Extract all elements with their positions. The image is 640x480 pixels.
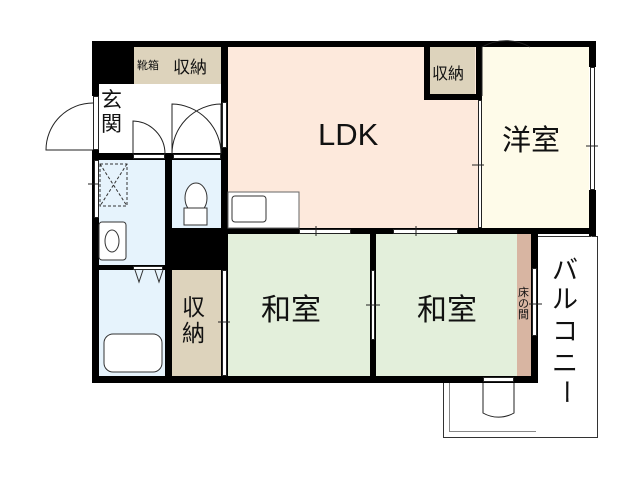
- label-japanese-1: 和室: [261, 293, 321, 328]
- label-western: 洋室: [502, 123, 561, 157]
- label-tokonoma: 床 の 間: [518, 287, 529, 320]
- hall-door-swing-icon: [171, 103, 222, 155]
- window-entrance-left: [93, 96, 99, 150]
- wall-right-bottom: [589, 190, 596, 236]
- door-opening-balcony: [483, 377, 514, 382]
- label-tokonoma-3: 間: [518, 308, 529, 321]
- door-opening-wash: [133, 266, 163, 270]
- wall-storage-ldk-bottom: [424, 94, 482, 100]
- wall-top-left-block: [92, 41, 134, 84]
- room-storage-ldk: [429, 46, 475, 96]
- room-western: [482, 46, 589, 228]
- label-storage-left-1: 収: [182, 295, 205, 321]
- label-japanese-2: 和室: [417, 293, 477, 328]
- label-storage-ldk: 収納: [432, 64, 465, 83]
- toilet-door-swing-icon: [171, 103, 222, 155]
- bath-door-icon: [134, 269, 164, 284]
- wash-basin-icon: [98, 221, 127, 261]
- label-balcony-2: ル: [552, 285, 579, 315]
- balcony-floor: [536, 237, 592, 432]
- wash-door-swing-icon: [132, 120, 166, 155]
- label-entrance-1: 玄: [101, 88, 122, 112]
- window-ldk-left: [222, 102, 227, 148]
- label-storage-top: 収納: [173, 58, 207, 78]
- sliding-door-ldk-western: [478, 100, 482, 228]
- window-western-right: [590, 67, 595, 190]
- label-entrance: 玄 関: [101, 90, 122, 135]
- window-tokonoma: [532, 268, 537, 336]
- label-ldk: LDK: [318, 117, 379, 152]
- wall-bottom: [92, 376, 538, 383]
- label-balcony-4: ニ: [552, 349, 579, 379]
- label-balcony-3: コ: [552, 317, 579, 347]
- wall-ldk-western: [476, 41, 482, 96]
- label-tokonoma-1: 床: [518, 286, 529, 299]
- wall-storage-ldk-left: [424, 41, 430, 100]
- sliding-door-storage-jp1: [222, 270, 227, 376]
- kitchen-sink-icon: [231, 195, 267, 223]
- western-door-swing-icon: [481, 40, 531, 96]
- door-opening-entrance-wash: [133, 154, 165, 159]
- balcony-door-swing-icon: [482, 383, 515, 418]
- label-entrance-2: 関: [101, 112, 122, 136]
- wall-toilet-right: [221, 41, 228, 376]
- label-tokonoma-2: の: [518, 297, 529, 310]
- label-balcony-1: バ: [552, 256, 579, 286]
- door-opening-entrance-toilet: [173, 154, 221, 159]
- label-balcony: バ ル コ ニ ー: [550, 256, 580, 405]
- room-tokonoma: [517, 234, 531, 376]
- wall-wash-bath: [92, 265, 172, 270]
- sliding-door-ldk-jp2: [393, 229, 458, 234]
- wall-toilet-bottom-block: [165, 228, 227, 270]
- label-shoe-box: 靴箱: [137, 59, 159, 72]
- label-balcony-5: ー: [550, 379, 580, 405]
- wall-right-top: [589, 41, 596, 67]
- label-storage-left: 収 納: [182, 297, 205, 346]
- label-storage-left-2: 納: [182, 321, 205, 347]
- entrance-door-swing-icon: [45, 102, 94, 151]
- room-japanese-1: [227, 234, 370, 376]
- window-washroom-left: [94, 160, 99, 218]
- bathtub-icon: [103, 333, 163, 373]
- room-storage-top: [166, 46, 222, 84]
- room-entrance: [99, 84, 222, 154]
- wall-top: [92, 41, 596, 47]
- sliding-door-ldk-jp1: [299, 229, 351, 234]
- wall-left-upper: [92, 84, 99, 96]
- room-shoe-box: [134, 46, 166, 84]
- room-japanese-2: [376, 234, 517, 376]
- room-storage-left: [171, 270, 222, 376]
- washing-machine-icon: [99, 163, 128, 207]
